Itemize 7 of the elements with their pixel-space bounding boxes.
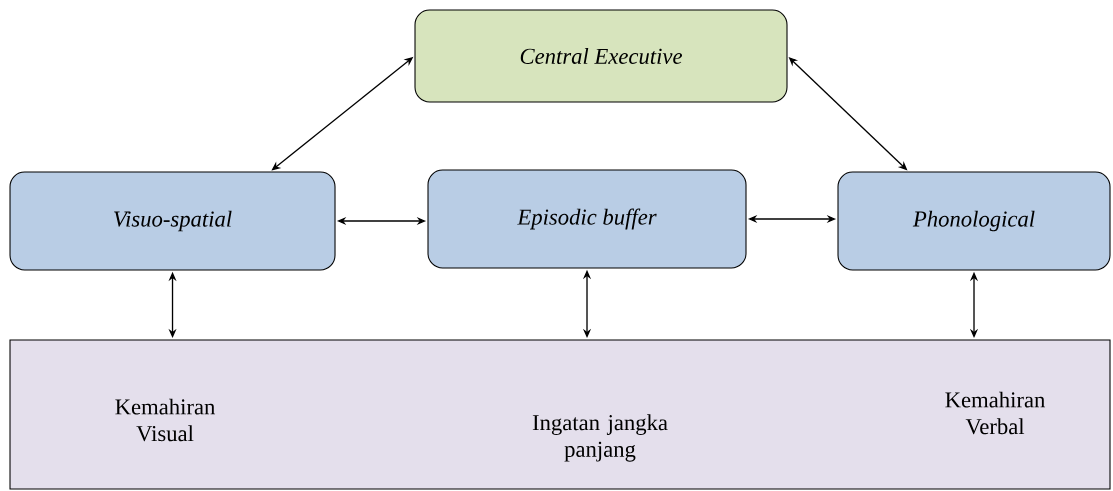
text-label: Kemahiran Visual <box>115 398 216 442</box>
process-box: Phonological <box>837 171 1111 271</box>
text-label: Ingatan jangka panjang <box>532 414 668 462</box>
process-box: Visuo-spatial <box>9 171 336 271</box>
process-box: Central Executive <box>414 9 788 103</box>
process-box: Episodic buffer <box>427 169 747 269</box>
text-label: Kemahiran Verbal <box>945 391 1046 435</box>
